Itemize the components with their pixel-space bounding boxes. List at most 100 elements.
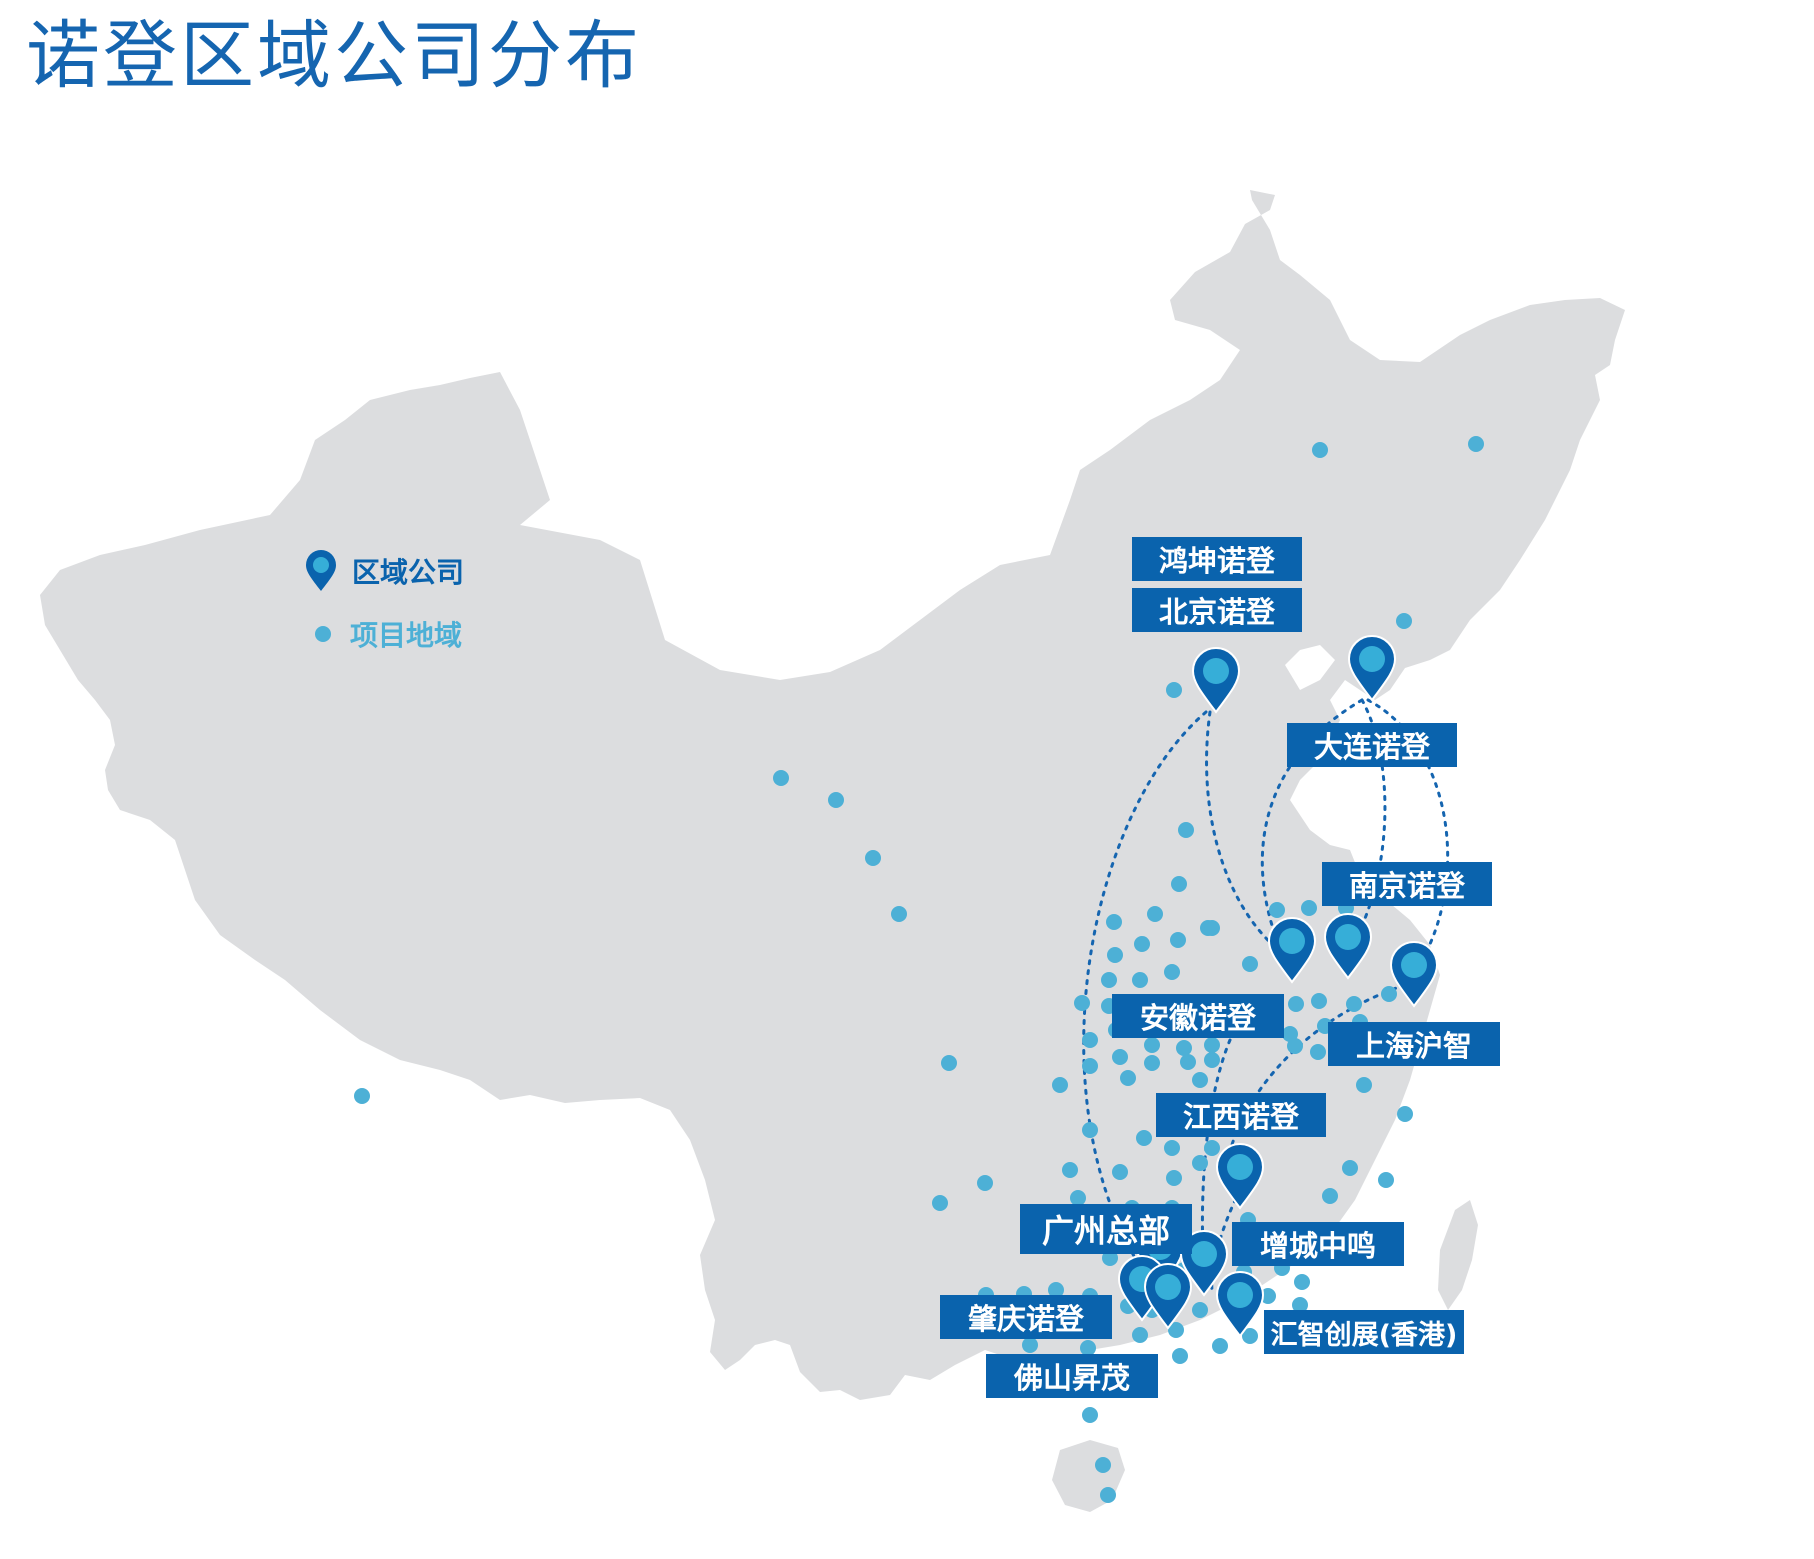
project-dot — [1107, 947, 1123, 963]
project-dot — [1180, 1054, 1196, 1070]
project-dot — [1132, 972, 1148, 988]
label-shanghai: 上海沪智 — [1328, 1022, 1500, 1066]
project-dot — [1178, 822, 1194, 838]
project-dot — [1170, 932, 1186, 948]
project-dot — [1204, 1037, 1220, 1053]
bohai-bay-shape — [1285, 645, 1335, 690]
project-dot — [932, 1195, 948, 1211]
map-pin-icon[interactable] — [1215, 1271, 1265, 1338]
map-pin-icon[interactable] — [1389, 941, 1439, 1008]
map-pin-icon[interactable] — [1215, 1143, 1265, 1210]
project-dot — [1082, 1122, 1098, 1138]
label-nanjing: 南京诺登 — [1322, 862, 1492, 906]
map-pin-icon[interactable] — [1191, 647, 1241, 714]
project-dot — [977, 1175, 993, 1191]
project-dot — [1310, 1044, 1326, 1060]
project-dot — [1311, 993, 1327, 1009]
dot-icon — [315, 626, 331, 642]
project-dot — [1171, 876, 1187, 892]
project-dot — [1212, 1338, 1228, 1354]
project-dot — [1082, 1032, 1098, 1048]
project-dot — [1346, 996, 1362, 1012]
project-dot — [1172, 1348, 1188, 1364]
project-dot — [1164, 1140, 1180, 1156]
project-dot — [1062, 1162, 1078, 1178]
project-dot — [1100, 1487, 1116, 1503]
label-foshan: 佛山昇茂 — [986, 1354, 1158, 1398]
project-dot — [1192, 1302, 1208, 1318]
project-dot — [1242, 1328, 1258, 1344]
project-dot — [1164, 964, 1180, 980]
project-dot — [354, 1088, 370, 1104]
project-dot — [1292, 1297, 1308, 1313]
label-beijing: 北京诺登 — [1132, 588, 1302, 632]
project-dot — [773, 770, 789, 786]
label-anhui: 安徽诺登 — [1112, 994, 1284, 1038]
legend-project: 项目地域 — [314, 614, 462, 654]
map-pin-icon[interactable] — [1179, 1230, 1229, 1297]
project-dot — [1166, 1170, 1182, 1186]
project-dot — [1134, 936, 1150, 952]
project-dot — [1397, 1106, 1413, 1122]
label-dalian: 大连诺登 — [1287, 723, 1457, 767]
project-dot — [1378, 1172, 1394, 1188]
project-dot — [1120, 1070, 1136, 1086]
project-dot — [1282, 1026, 1298, 1042]
project-dot — [1204, 1140, 1220, 1156]
project-dot — [1136, 1130, 1152, 1146]
project-dot — [1294, 1274, 1310, 1290]
map-pin-icon — [306, 550, 336, 591]
project-dot — [1204, 920, 1220, 936]
label-guangzhou: 广州总部 — [1020, 1204, 1192, 1254]
project-dot — [1192, 1072, 1208, 1088]
route-beijing-nanjing — [1205, 710, 1294, 962]
project-dot — [1082, 1407, 1098, 1423]
project-dot — [1168, 1322, 1184, 1338]
project-dot — [1070, 1190, 1086, 1206]
project-dot — [1204, 1052, 1220, 1068]
project-dot — [1192, 1155, 1208, 1171]
map-pin-icon[interactable] — [1323, 913, 1373, 980]
project-dot — [1080, 1340, 1096, 1356]
project-dot — [1112, 1049, 1128, 1065]
project-dot — [891, 906, 907, 922]
project-dot — [1074, 995, 1090, 1011]
project-dot — [1260, 1288, 1276, 1304]
project-dot — [1022, 1337, 1038, 1353]
project-dot — [1356, 1077, 1372, 1093]
project-dot — [1287, 1038, 1303, 1054]
page-title: 诺登区域公司分布 — [26, 13, 642, 99]
legend-company: 区域公司 — [304, 550, 464, 592]
project-dot — [1468, 436, 1484, 452]
project-dot — [1144, 1037, 1160, 1053]
label-jiangxi: 江西诺登 — [1156, 1093, 1326, 1137]
legend-company-label: 区域公司 — [352, 556, 465, 589]
project-dot — [1301, 900, 1317, 916]
project-dot — [1396, 613, 1412, 629]
project-dot — [865, 850, 881, 866]
project-dot — [828, 792, 844, 808]
label-huizhi: 汇智创展(香港) — [1264, 1310, 1464, 1354]
project-dot — [1176, 1040, 1192, 1056]
project-dot — [1312, 442, 1328, 458]
project-dot — [1269, 902, 1285, 918]
project-dot — [1322, 1188, 1338, 1204]
project-dot — [1147, 906, 1163, 922]
legend-project-label: 项目地域 — [350, 619, 463, 652]
label-zhaoqing: 肇庆诺登 — [940, 1295, 1112, 1339]
project-dot — [1342, 1160, 1358, 1176]
project-dot — [1052, 1077, 1068, 1093]
company-pins — [1117, 635, 1439, 1338]
label-zengcheng: 增城中鸣 — [1232, 1222, 1404, 1266]
hainan-shape — [1052, 1440, 1125, 1512]
map-pin-icon[interactable] — [1347, 635, 1397, 702]
map-pin-icon[interactable] — [1143, 1263, 1193, 1330]
route-shanghai-zengcheng — [1226, 983, 1407, 1162]
project-dot — [1101, 972, 1117, 988]
project-dot — [1381, 986, 1397, 1002]
map-pin-icon[interactable] — [1267, 917, 1317, 984]
project-dot — [1288, 996, 1304, 1012]
project-dot — [1106, 914, 1122, 930]
taiwan-shape — [1438, 1200, 1478, 1310]
